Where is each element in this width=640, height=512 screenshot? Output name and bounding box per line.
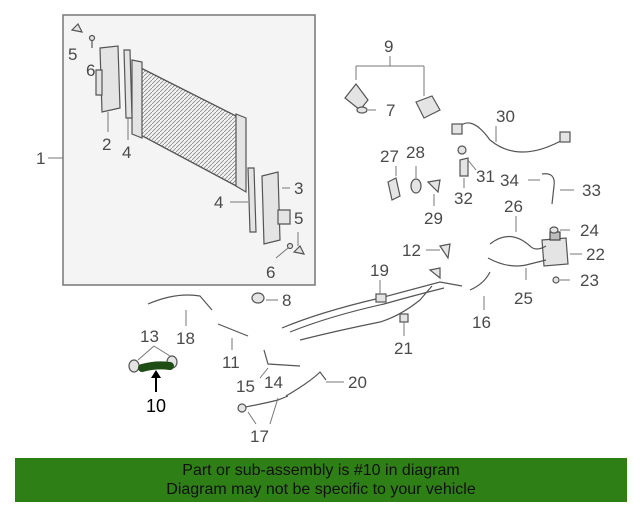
radiator-left-tank xyxy=(95,45,121,113)
hose-25 xyxy=(487,257,547,267)
callout-31: 31 xyxy=(476,167,495,186)
pipe-20 xyxy=(285,371,327,397)
callout-15: 15 xyxy=(236,377,255,396)
callout-10: 10 xyxy=(146,396,166,416)
grommet-8 xyxy=(251,292,265,304)
callout-1: 1 xyxy=(36,149,45,168)
clamp-13-left xyxy=(128,359,140,373)
clamp-27 xyxy=(387,177,401,201)
callout-24: 24 xyxy=(580,221,599,240)
callout-14: 14 xyxy=(264,373,283,392)
tank-seal-left xyxy=(123,49,133,119)
callout-17: 17 xyxy=(250,427,269,446)
hose-16 xyxy=(469,271,491,291)
radiator-core xyxy=(131,59,247,194)
callout-7: 7 xyxy=(386,101,395,120)
callout-13: 13 xyxy=(140,327,159,346)
callout-3: 3 xyxy=(294,179,303,198)
callout-6b: 6 xyxy=(266,263,275,282)
callout-32: 32 xyxy=(454,189,473,208)
pin-6b xyxy=(286,242,294,250)
callout-8: 8 xyxy=(282,291,291,310)
callout-9: 9 xyxy=(384,37,393,56)
callout-29: 29 xyxy=(424,209,443,228)
callout-25: 25 xyxy=(514,289,533,308)
callout-26: 26 xyxy=(504,197,523,216)
callout-4a: 4 xyxy=(122,143,131,162)
fitting-31 xyxy=(457,145,467,155)
clip-29 xyxy=(426,179,441,194)
line-21 xyxy=(299,285,433,341)
callout-20: 20 xyxy=(348,373,367,392)
hose-17 xyxy=(237,395,289,413)
line-19 xyxy=(281,267,463,333)
callout-11: 11 xyxy=(222,353,240,372)
bracket-9-left xyxy=(344,83,369,111)
hose-26 xyxy=(489,235,547,250)
ac-line-30 xyxy=(451,122,571,153)
callout-27: 27 xyxy=(380,147,399,166)
pin-6a xyxy=(88,34,96,48)
bolt-5b xyxy=(292,244,306,255)
callout-23: 23 xyxy=(580,271,599,290)
callout-34: 34 xyxy=(500,171,519,190)
bolt-5a xyxy=(70,22,84,33)
reservoir-22 xyxy=(541,231,569,267)
callout-22: 22 xyxy=(586,245,605,264)
callout-19: 19 xyxy=(370,261,389,280)
callout-16: 16 xyxy=(472,313,491,332)
ring-28 xyxy=(410,178,422,194)
banner-line-1: Part or sub-assembly is #10 in diagram xyxy=(182,462,460,479)
bracket-9-right xyxy=(415,95,441,119)
callout-28: 28 xyxy=(406,143,425,162)
callout-21: 21 xyxy=(394,339,413,358)
valve-32 xyxy=(459,157,469,177)
radiator-right-tank xyxy=(261,171,291,245)
callout-6a: 6 xyxy=(86,61,95,80)
callout-18: 18 xyxy=(176,329,195,348)
callout-5b: 5 xyxy=(294,209,303,228)
hose-10-highlighted xyxy=(138,361,174,372)
banner-line-2: Diagram may not be specific to your vehi… xyxy=(166,481,476,498)
callout-30: 30 xyxy=(496,107,515,126)
clip-12 xyxy=(439,243,451,260)
hose-33 xyxy=(541,173,555,205)
vehicle-fitment-banner: Part or sub-assembly is #10 in diagram D… xyxy=(15,458,627,502)
callout-33: 33 xyxy=(582,181,601,200)
callout-4b: 4 xyxy=(214,193,223,212)
hose-18 xyxy=(147,294,213,311)
clip-7 xyxy=(356,106,368,114)
clip-23 xyxy=(552,276,560,284)
callout-2: 2 xyxy=(102,135,111,154)
hose-11 xyxy=(217,323,249,337)
tank-seal-right xyxy=(247,167,257,233)
callout-12: 12 xyxy=(402,241,421,260)
hose-15 xyxy=(263,349,301,367)
callout-5a: 5 xyxy=(68,45,77,64)
cap-24 xyxy=(549,226,559,234)
